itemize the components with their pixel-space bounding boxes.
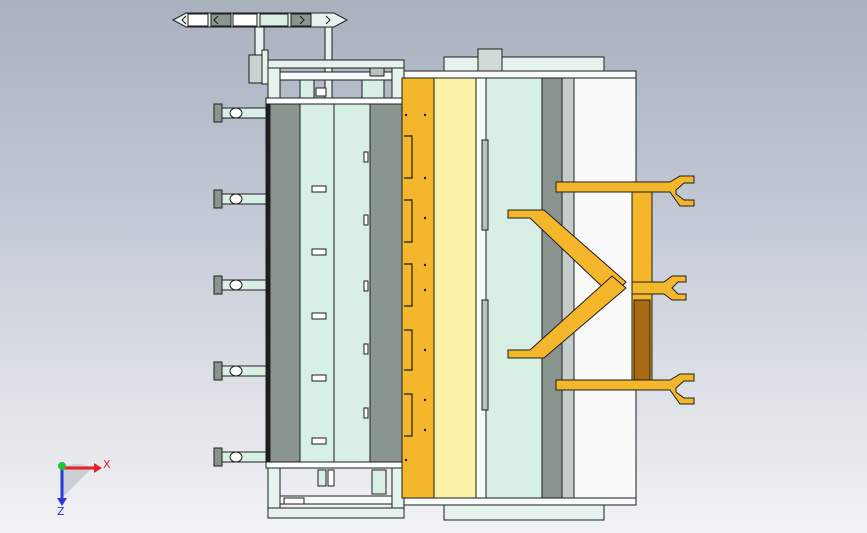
y-axis-point [58, 462, 66, 470]
panel-markers [311, 151, 369, 445]
z-axis-label: Z [57, 505, 65, 518]
orange-panel-brackets [404, 135, 413, 437]
orange-panel-dots [404, 113, 427, 462]
clamp [213, 447, 267, 467]
triad-plane [62, 463, 92, 498]
x-axis-label: X [103, 458, 111, 471]
arm-linkage [507, 175, 695, 405]
left-panel-stack [265, 97, 405, 469]
clamp [213, 189, 267, 209]
left-clamps [213, 103, 267, 467]
orange-yellow-panels [401, 77, 487, 499]
clamp [213, 103, 267, 123]
top-frame [267, 59, 405, 99]
clamp [213, 361, 267, 381]
coordinate-triad[interactable]: X Z [57, 458, 111, 518]
right-frames [403, 48, 637, 521]
top-handle-bar [171, 12, 349, 28]
bottom-frame [267, 467, 405, 519]
x-arrow-icon [94, 463, 102, 473]
z-arrow-icon [57, 498, 67, 506]
clamp [213, 275, 267, 295]
